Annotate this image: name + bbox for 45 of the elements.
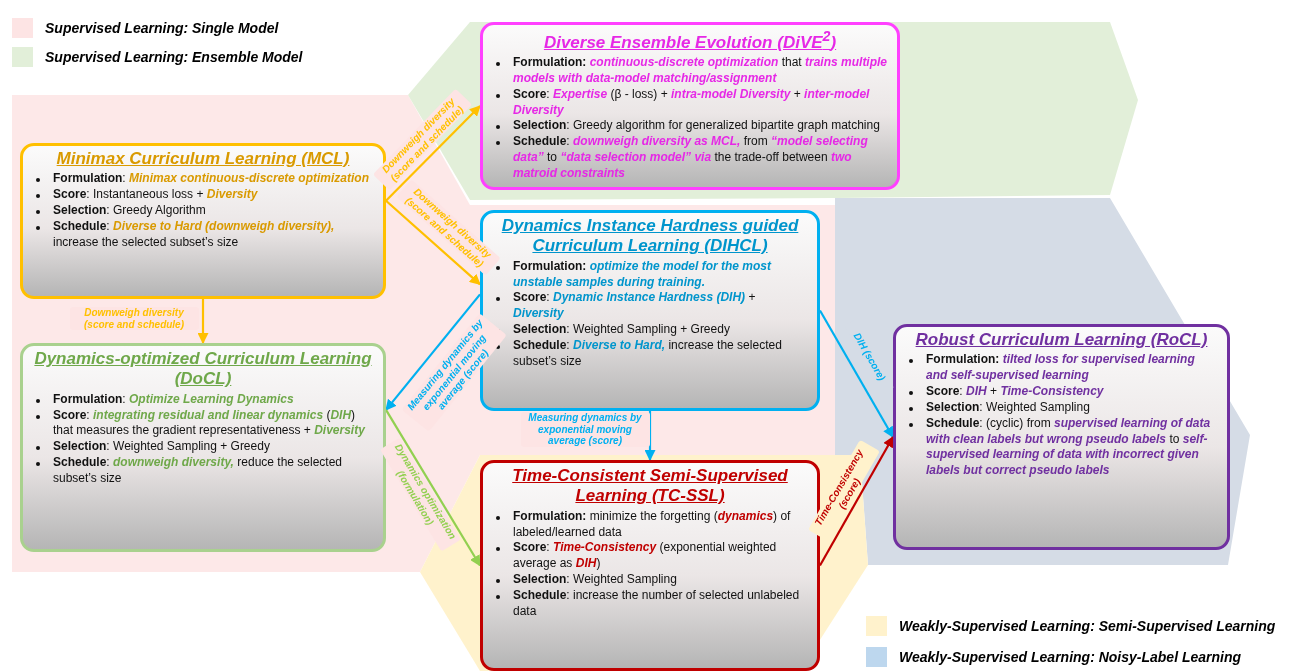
- bullet-item: Formulation: optimize the model for the most unstable samples during training.: [513, 258, 809, 291]
- arrow: [819, 309, 894, 438]
- arrow: [644, 411, 656, 462]
- bullet-item: Formulation: Optimize Learning Dynamics: [53, 391, 375, 408]
- legend-label: Weakly-Supervised Learning: Semi-Supervised Learning: [899, 618, 1276, 634]
- arrow: [819, 436, 894, 567]
- legend-label: Weakly-Supervised Learning: Noisy-Label Learning: [899, 649, 1242, 665]
- bullet-item: Score: Time-Consistency (exponential weighted average as DIH): [513, 540, 809, 573]
- method-title: Robust Curriculum Learning (RoCL): [914, 330, 1209, 351]
- arrow: [385, 293, 481, 411]
- method-title: Dynamics-optimized Curriculum Learning (DoCL): [33, 349, 373, 390]
- arrow: [385, 409, 481, 567]
- method-title: Dynamics Instance Hardness guided Curriculum Learning (DIHCL): [500, 216, 800, 257]
- bullet-item: Selection: Weighted Sampling: [513, 572, 809, 588]
- method-title: Minimax Curriculum Learning (MCL): [55, 149, 351, 170]
- bullet-item: Formulation: tilted loss for supervised learning and self-supervised learning: [926, 352, 1219, 385]
- bullet-item: Schedule: downweigh diversity as MCL, from “model selecting data” to “data selection model” via the trade-off between two matroid constraints: [513, 134, 889, 182]
- bullet-item: Selection: Weighted Sampling + Greedy: [53, 439, 375, 456]
- bullet-item: Formulation: Minimax continuous-discrete optimization: [53, 171, 375, 188]
- bullet-item: Formulation: minimize the forgetting (dynamics) of labeled/learned data: [513, 508, 809, 541]
- bullet-item: Schedule: increase the number of selected unlabeled data: [513, 587, 809, 620]
- method-box: [480, 22, 900, 190]
- bullet-item: Selection: Weighted Sampling: [926, 399, 1219, 416]
- edge-label: Measuring dynamics by exponential moving average (score): [520, 412, 650, 447]
- bullet-item: Score: DIH + Time-Consistency: [926, 384, 1219, 400]
- bullet-item: Score: Dynamic Instance Hardness (DIH) + Diversity: [513, 290, 809, 323]
- method-box: [20, 343, 386, 552]
- bullet-item: Schedule: Diverse to Hard (downweigh diversity), increase the selected subset’s size: [53, 218, 375, 251]
- bullet-item: Schedule: (cyclic) from supervised learning of data with clean labels but wrong pseudo labels to self-supervised learning of data with incorrect given labels but correct pseudo labels: [926, 415, 1219, 479]
- bullet-item: Score: integrating residual and linear dynamics (DIH) that measures the gradient representativeness + Diversity: [53, 407, 375, 440]
- method-title: Time-Consistent Semi-Supervised Learning (TC-SSL): [511, 466, 789, 507]
- bullet-item: Selection: Greedy algorithm for generalized bipartite graph matching: [513, 118, 889, 135]
- arrow: [385, 105, 481, 202]
- bullet-item: Selection: Greedy Algorithm: [53, 203, 375, 219]
- arrow: [197, 299, 209, 345]
- bullet-item: Schedule: downweigh diversity, reduce the selected subset’s size: [53, 455, 375, 487]
- arrow: [385, 199, 481, 286]
- legend-label: Supervised Learning: Ensemble Model: [45, 49, 303, 65]
- edge-label: Downweigh diversity (score and schedule): [69, 307, 199, 330]
- legend-label: Supervised Learning: Single Model: [45, 20, 279, 36]
- bullet-item: Score: Instantaneous loss + Diversity: [53, 187, 375, 204]
- bullet-item: Score: Expertise (β - loss) + intra-model Diversity + inter-model Diversity: [513, 86, 889, 119]
- method-title: Diverse Ensemble Evolution (DiVE$^{2}$): [542, 28, 838, 54]
- method-box: [893, 324, 1230, 550]
- bullet-item: Schedule: Diverse to Hard, increase the selected subset’s size: [513, 337, 809, 370]
